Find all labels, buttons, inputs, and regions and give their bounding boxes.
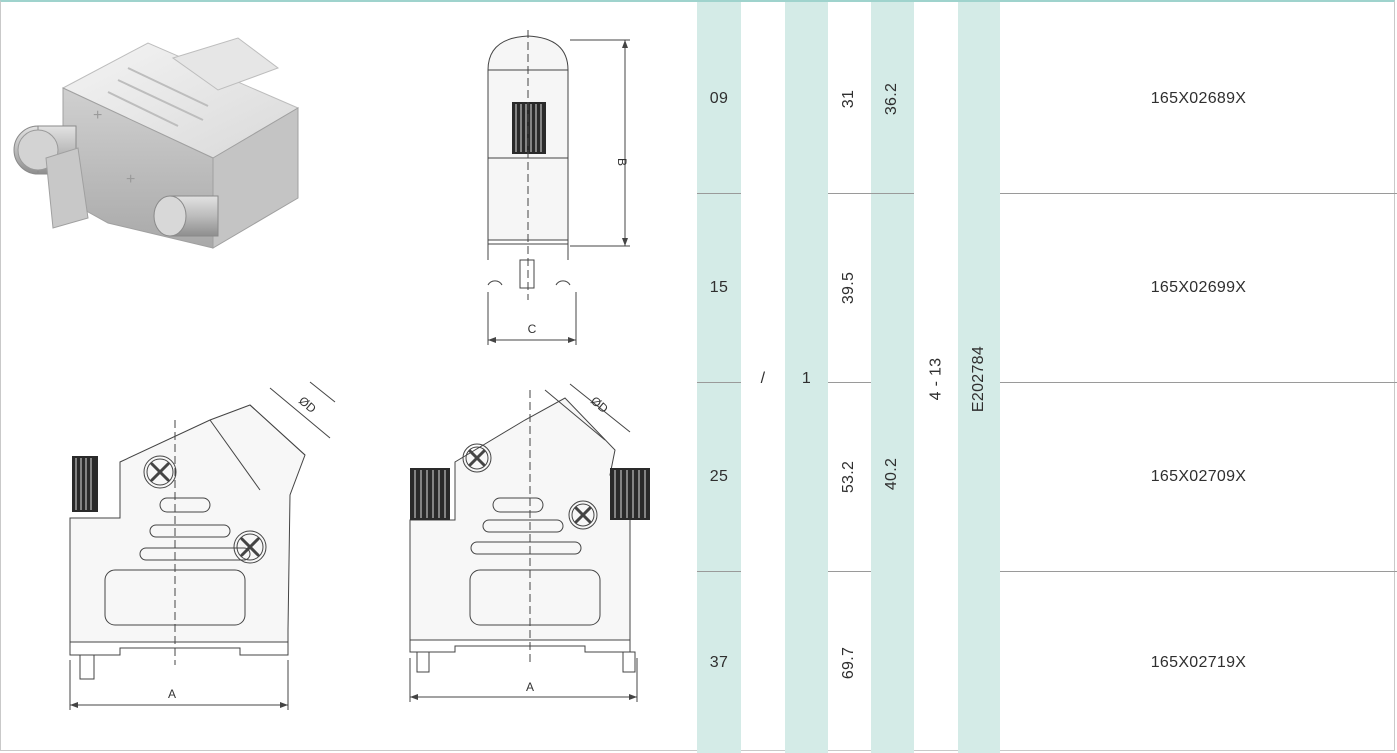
band-one bbox=[785, 2, 828, 753]
dim-b-value: 36.2 bbox=[883, 82, 901, 115]
dim-a-cell: 69.7 bbox=[828, 572, 871, 753]
row-line bbox=[1000, 193, 1397, 194]
dim-a-cell: 53.2 bbox=[828, 383, 871, 571]
one-text: 1 bbox=[801, 369, 812, 387]
band-ul bbox=[958, 2, 1000, 753]
front-view-left-drawing: ØD A bbox=[69, 381, 336, 710]
one-cell: 1 bbox=[785, 4, 828, 753]
dim-d-label-right: ØD bbox=[588, 394, 611, 417]
ul-file-value: E202784 bbox=[970, 345, 988, 412]
dim-a-label-right: A bbox=[526, 680, 534, 694]
pins-cell: 15 bbox=[709, 279, 729, 296]
svg-text:+: + bbox=[126, 171, 135, 188]
product-render-image: + + bbox=[13, 37, 300, 249]
dim-a-value: 31 bbox=[840, 89, 858, 108]
dim-b-value: 40.2 bbox=[883, 457, 901, 490]
band-dim-b bbox=[871, 2, 914, 753]
ul-file-cell: E202784 bbox=[958, 4, 1000, 753]
row-line bbox=[697, 193, 741, 194]
row-line bbox=[697, 571, 741, 572]
dim-a-value: 69.7 bbox=[840, 646, 858, 679]
cable-range-cell: 4 - 13 bbox=[914, 4, 958, 753]
row-line bbox=[828, 193, 914, 194]
front-view-right-drawing: ØD A bbox=[409, 383, 650, 702]
dim-a-value: 39.5 bbox=[840, 271, 858, 305]
dim-a-cell: 39.5 bbox=[828, 194, 871, 382]
part-number-cell: 165X02719X bbox=[1150, 653, 1247, 671]
row-line bbox=[828, 571, 871, 572]
band-pins bbox=[697, 2, 741, 753]
pins-cell: 25 bbox=[709, 468, 729, 485]
dim-a-cell: 31 bbox=[828, 4, 871, 193]
pins-cell: 09 bbox=[709, 89, 729, 107]
slash-cell: / bbox=[741, 4, 785, 753]
dim-b-label: B bbox=[615, 158, 629, 166]
dim-b-cell: 36.2 bbox=[871, 4, 914, 193]
row-line bbox=[1000, 571, 1397, 572]
cable-range-value: 4 - 13 bbox=[927, 357, 944, 400]
svg-text:+: + bbox=[93, 107, 102, 124]
dim-b-cell: 40.2 bbox=[871, 194, 914, 753]
dim-c-label: C bbox=[528, 322, 537, 336]
dim-a-value: 53.2 bbox=[840, 460, 858, 494]
technical-drawings: + + bbox=[0, 0, 697, 753]
row-line bbox=[828, 382, 871, 383]
slash-text: / bbox=[760, 369, 766, 387]
side-view-drawing: B C bbox=[487, 30, 630, 345]
dim-a-label-left: A bbox=[168, 687, 176, 701]
pins-cell: 37 bbox=[709, 653, 729, 671]
part-number-cell: 165X02699X bbox=[1150, 279, 1247, 296]
row-line bbox=[697, 382, 741, 383]
part-number-cell: 165X02689X bbox=[1150, 89, 1247, 107]
row-line bbox=[1000, 382, 1397, 383]
part-number-cell: 165X02709X bbox=[1150, 468, 1247, 485]
